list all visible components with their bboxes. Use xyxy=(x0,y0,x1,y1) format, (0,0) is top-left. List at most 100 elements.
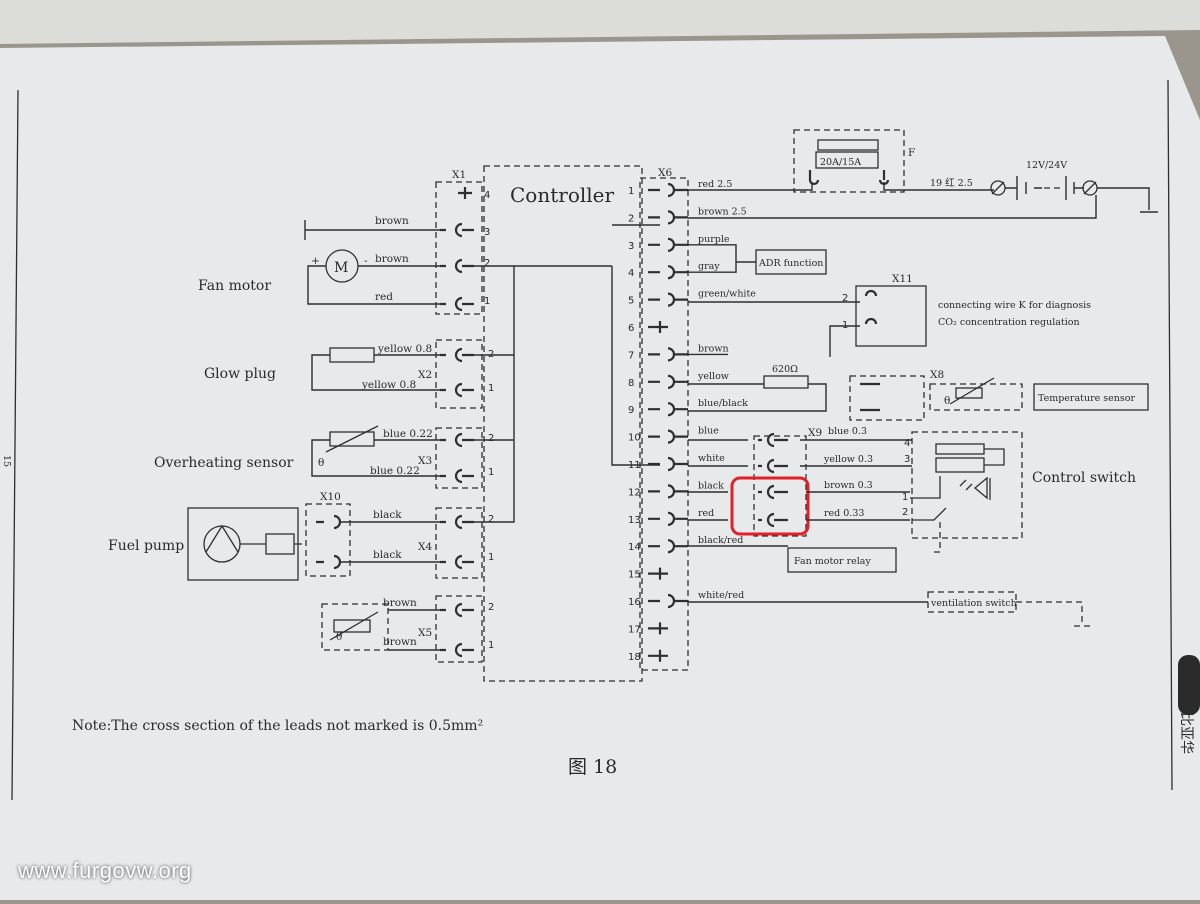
svg-text:620Ω: 620Ω xyxy=(772,364,798,375)
upper-page xyxy=(0,0,1200,44)
x2-label: X2 xyxy=(418,369,432,381)
x1-label: X1 xyxy=(452,169,466,181)
svg-text:yellow 0.3: yellow 0.3 xyxy=(823,454,873,465)
resistor-620 xyxy=(763,375,809,389)
x6-pin-terminal xyxy=(648,484,688,499)
x11-box xyxy=(855,285,927,347)
x6-pin-terminal xyxy=(648,511,688,526)
controller-box xyxy=(483,165,643,682)
x8-label: X8 xyxy=(930,369,944,381)
control-switch-label: Control switch xyxy=(1032,470,1136,486)
svg-text:1: 1 xyxy=(488,383,494,394)
svg-text:2: 2 xyxy=(842,293,848,304)
x10-connector-housing xyxy=(305,503,351,577)
x6-pin-number: 3 xyxy=(628,241,634,252)
overheat-sensor-resistor xyxy=(329,431,375,447)
svg-text:4: 4 xyxy=(904,438,910,449)
svg-text:4: 4 xyxy=(484,190,490,201)
x6-pin-number: 17 xyxy=(628,624,641,635)
svg-text:2: 2 xyxy=(484,258,490,269)
x11-label: X11 xyxy=(892,273,913,285)
svg-text:1: 1 xyxy=(488,467,494,478)
x1-brown-top-label: brown xyxy=(375,215,409,227)
ventilation-switch-label: ventilation switch xyxy=(930,598,1017,609)
x2-connector-housing xyxy=(435,339,483,409)
x6-pin-number: 10 xyxy=(628,433,641,444)
temperature-sensor-box xyxy=(1033,383,1149,411)
x6-label: X6 xyxy=(658,167,672,179)
svg-text:θ: θ xyxy=(336,631,342,643)
fan-motor-relay-label: Fan motor relay xyxy=(794,556,871,567)
x6-wire-label: gray xyxy=(698,261,720,272)
fan-motor-label: Fan motor xyxy=(198,278,271,294)
x6-pin-terminal xyxy=(648,237,688,252)
x9-label: X9 xyxy=(808,427,822,439)
x6-wire-label: brown xyxy=(698,343,729,354)
x8-connector-housing xyxy=(849,375,925,421)
x11-note-2: CO₂ concentration regulation xyxy=(938,317,1080,328)
svg-text:blue 0.3: blue 0.3 xyxy=(828,426,867,437)
watermark: www.furgovw.org xyxy=(18,858,192,883)
side-tab xyxy=(1178,655,1200,715)
fan-motor-relay-box xyxy=(787,547,897,573)
paper-sheet xyxy=(0,36,1200,900)
svg-text:-: - xyxy=(364,255,368,267)
svg-text:yellow 0.8: yellow 0.8 xyxy=(377,343,432,355)
x6-pin-terminal xyxy=(648,347,688,362)
x3-pins: 2 1 xyxy=(440,432,494,484)
fuse-rating: 20A/15A xyxy=(820,157,861,168)
svg-text:1: 1 xyxy=(902,492,908,503)
svg-text:θ: θ xyxy=(944,395,950,407)
svg-text:yellow 0.8: yellow 0.8 xyxy=(361,379,416,391)
x4-label: X4 xyxy=(418,541,432,553)
svg-text:3: 3 xyxy=(904,454,910,465)
svg-text:1: 1 xyxy=(488,640,494,651)
side-brand: 比亚华 xyxy=(1178,712,1194,754)
x6-wire-label: black xyxy=(698,480,724,491)
svg-text:blue 0.22: blue 0.22 xyxy=(370,465,420,477)
svg-text:2: 2 xyxy=(488,602,494,613)
fuse-box xyxy=(793,129,905,193)
x4-pins: 2 1 xyxy=(440,514,494,570)
x6-pin-terminal xyxy=(648,265,688,280)
svg-text:1: 1 xyxy=(484,296,490,307)
x6-pin-terminal xyxy=(648,539,688,554)
svg-text:brown: brown xyxy=(383,636,417,648)
x5-label: X5 xyxy=(418,627,432,639)
x6-wire-label: white/red xyxy=(698,590,744,601)
x8-sensor-box xyxy=(929,383,1023,411)
x1-red-label: red xyxy=(375,291,393,303)
x6-pin-terminal xyxy=(648,321,668,333)
x6-pin-number: 16 xyxy=(628,597,641,608)
x6-pin-terminal xyxy=(648,292,688,307)
x4-connector-housing xyxy=(435,507,483,579)
glow-plug-label: Glow plug xyxy=(204,366,276,382)
adr-box xyxy=(755,249,827,275)
footnote: Note:The cross section of the leads not … xyxy=(72,718,483,734)
svg-text:2: 2 xyxy=(902,507,908,518)
svg-text:3: 3 xyxy=(484,227,490,238)
x6-wire-label: black/red xyxy=(698,535,743,546)
svg-text:black: black xyxy=(373,509,402,521)
x6-pin-number: 7 xyxy=(628,350,634,361)
x6-pin-terminal xyxy=(648,567,668,580)
x6-pin-number: 18 xyxy=(628,652,641,663)
x6-wire-label: yellow xyxy=(697,371,729,382)
fuel-pump-label: Fuel pump xyxy=(108,538,184,554)
x6-pin-number: 1 xyxy=(628,186,634,197)
svg-text:+: + xyxy=(311,255,320,267)
x6-pin-terminal xyxy=(648,374,688,389)
controller-title: Controller xyxy=(510,183,614,207)
x6-wire-label: green/white xyxy=(698,289,756,300)
overheating-sensor-label: Overheating sensor xyxy=(154,455,294,471)
svg-text:2: 2 xyxy=(488,433,494,444)
x6-pin-terminal xyxy=(648,402,688,417)
x6-pin-terminal xyxy=(648,622,668,635)
x6-pin-terminal xyxy=(648,210,688,225)
x6-pin-number: 4 xyxy=(628,268,634,279)
x6-pin-number: 5 xyxy=(628,296,634,307)
fuse-wire-label: 19 红 2.5 xyxy=(930,177,973,189)
